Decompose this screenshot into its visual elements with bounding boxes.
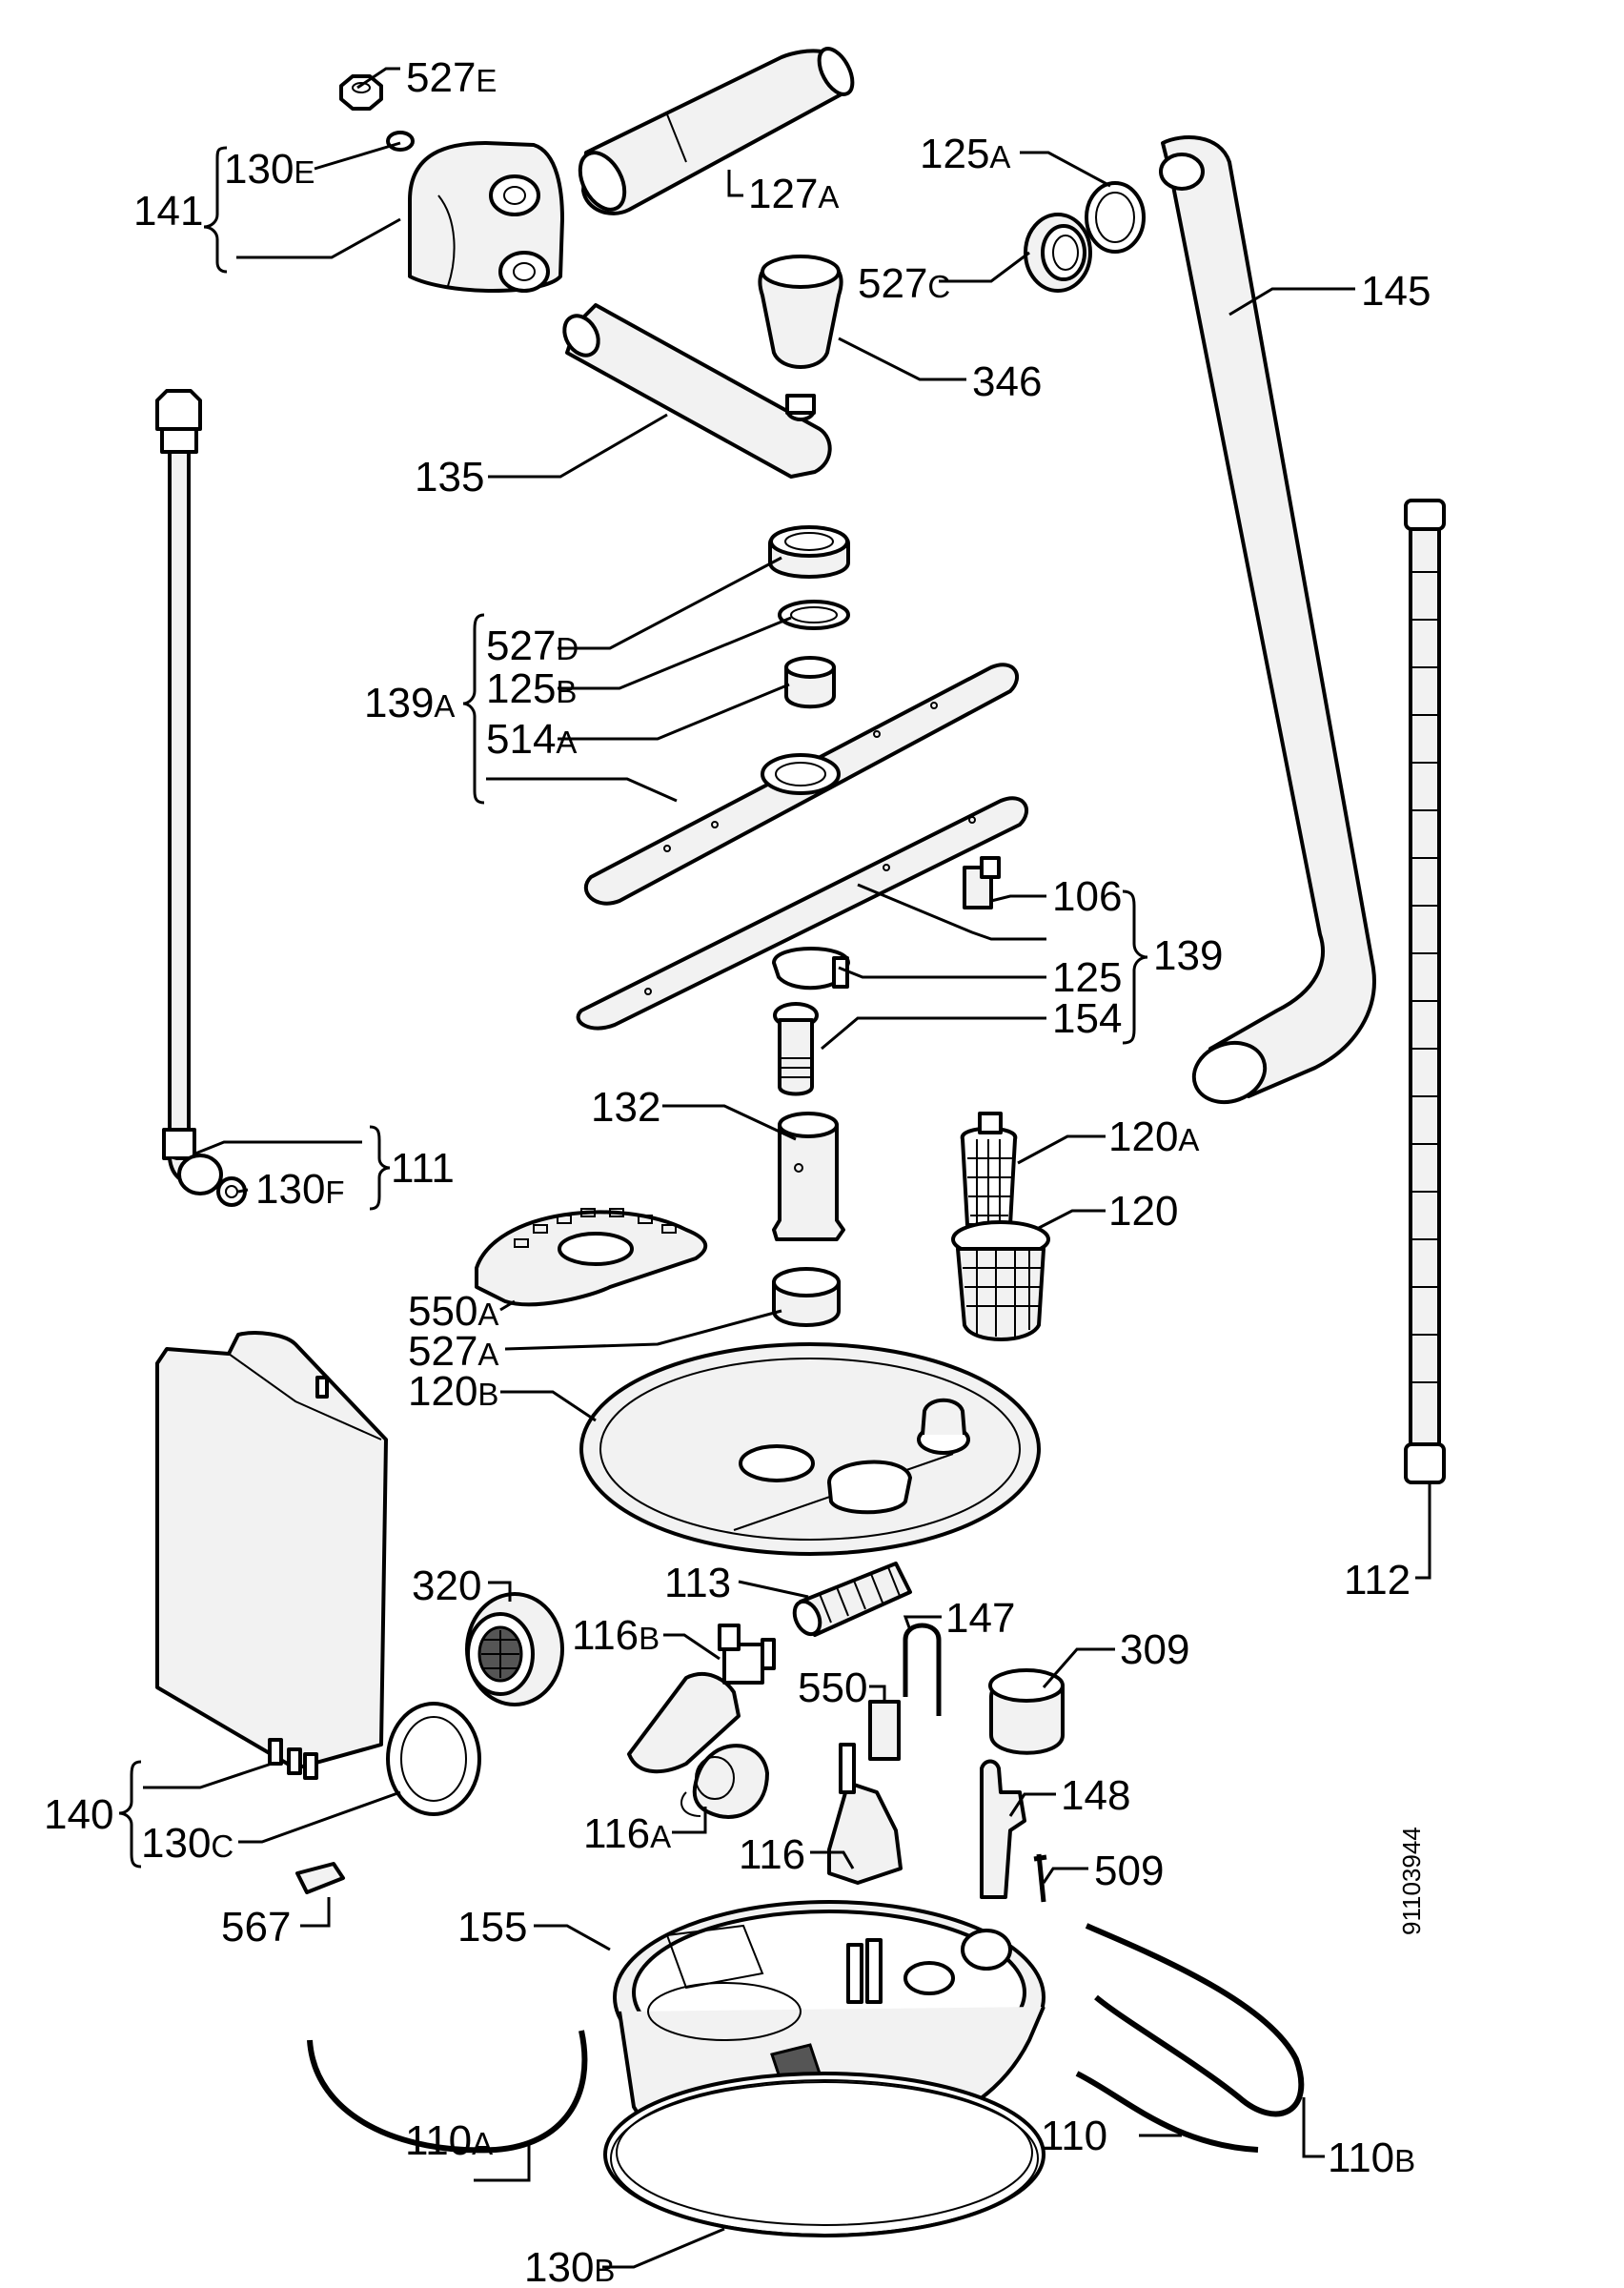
label-155: 155	[457, 1904, 527, 1951]
nut-527e-drawing	[339, 74, 383, 111]
label-147: 147	[945, 1595, 1015, 1642]
tube-145-drawing	[1159, 135, 1376, 1105]
spray-arm-135-drawing	[562, 303, 832, 479]
seal-125b-drawing	[778, 600, 850, 630]
label-135: 135	[415, 454, 484, 500]
label-567: 567	[221, 1904, 291, 1951]
label-120b: 120B	[408, 1368, 498, 1415]
label-130b: 130B	[524, 2244, 615, 2288]
label-550: 550	[798, 1665, 867, 1711]
label-130f: 130F	[255, 1166, 345, 1213]
label-132: 132	[591, 1084, 660, 1131]
label-139a: 139A	[364, 680, 455, 726]
label-527d: 527D	[486, 623, 579, 669]
tube-132-drawing	[772, 1112, 845, 1241]
label-140: 140	[44, 1791, 113, 1838]
label-116a: 116A	[583, 1810, 671, 1857]
label-346: 346	[972, 358, 1042, 405]
label-130c: 130C	[141, 1820, 233, 1867]
seal-130c-drawing	[386, 1702, 481, 1816]
cap-309-drawing	[988, 1668, 1065, 1755]
document-code: 91103944	[1397, 1827, 1426, 1935]
label-125a: 125A	[920, 131, 1010, 177]
pin-509-drawing	[1033, 1853, 1047, 1903]
hose-112-drawing	[1404, 499, 1446, 1484]
block-550-drawing	[868, 1700, 901, 1761]
label-113: 113	[664, 1560, 731, 1606]
duct-127a-drawing	[578, 47, 855, 215]
hose-110-drawing	[1075, 2071, 1259, 2153]
hose-111-drawing	[155, 389, 223, 1195]
clip-567-drawing	[295, 1862, 345, 1894]
label-139: 139	[1153, 932, 1223, 979]
manifold-141-drawing	[408, 141, 564, 293]
label-110b: 110B	[1328, 2135, 1415, 2181]
spray-arm-139-drawing	[576, 796, 1029, 1031]
knob-346-drawing	[758, 255, 843, 369]
seal-125-drawing	[772, 947, 850, 991]
filter-120-drawing	[951, 1220, 1050, 1341]
label-509: 509	[1094, 1848, 1164, 1894]
filter-120a-drawing	[960, 1112, 1018, 1227]
clip-106-drawing	[963, 856, 1001, 909]
label-148: 148	[1061, 1772, 1130, 1819]
label-527c: 527C	[858, 260, 950, 307]
float-116a-drawing	[680, 1744, 769, 1819]
label-116: 116	[739, 1831, 805, 1878]
label-130e: 130E	[224, 146, 315, 193]
label-110a: 110A	[405, 2117, 493, 2164]
label-141: 141	[133, 188, 203, 235]
bracket-148-drawing	[980, 1759, 1026, 1899]
label-110: 110	[1041, 2113, 1107, 2159]
label-514a: 514A	[486, 716, 577, 763]
label-527a: 527A	[408, 1328, 498, 1375]
label-127a: 127A	[748, 171, 839, 217]
bushing-514a-drawing	[784, 656, 836, 709]
spray-arm-139a-drawing	[583, 663, 1020, 906]
label-112: 112	[1344, 1557, 1411, 1604]
label-120a: 120A	[1108, 1113, 1199, 1160]
label-527e: 527E	[406, 54, 497, 101]
lever-116-drawing	[827, 1743, 903, 1885]
tank-140-drawing	[155, 1331, 388, 1780]
nut-527c-drawing	[1024, 213, 1092, 293]
nut-527a-drawing	[772, 1267, 841, 1327]
label-320: 320	[412, 1563, 481, 1609]
heater-113-drawing	[792, 1562, 912, 1637]
plate-550a-drawing	[475, 1208, 708, 1307]
hose-110b-drawing	[1085, 1923, 1305, 2117]
label-111: 111	[391, 1145, 455, 1192]
clip-147-drawing	[903, 1623, 942, 1716]
gasket-130b-drawing	[603, 2072, 1045, 2237]
valve-116b-drawing	[627, 1624, 776, 1774]
label-309: 309	[1120, 1626, 1189, 1673]
component-320-drawing	[465, 1592, 564, 1706]
nut-527d-drawing	[768, 525, 850, 579]
label-125b: 125B	[486, 665, 577, 712]
label-106: 106	[1052, 873, 1122, 920]
label-145: 145	[1361, 268, 1431, 315]
label-550a: 550A	[408, 1288, 498, 1335]
label-116b: 116B	[572, 1612, 660, 1659]
label-120: 120	[1108, 1188, 1178, 1235]
seal-125a-drawing	[1085, 181, 1146, 254]
callout-labels: 527E 130E 141 127A 125A 527C 145 346 135…	[44, 54, 1431, 2288]
hose-110a-drawing	[307, 2030, 588, 2154]
part-drawings	[155, 47, 1446, 2237]
washer-130e-drawing	[386, 131, 415, 152]
filter-plate-120b-drawing	[579, 1342, 1041, 1556]
leader-lines	[118, 67, 1431, 2269]
connector-154-drawing	[773, 1002, 819, 1096]
label-125: 125	[1052, 954, 1122, 1001]
label-154: 154	[1052, 995, 1122, 1042]
